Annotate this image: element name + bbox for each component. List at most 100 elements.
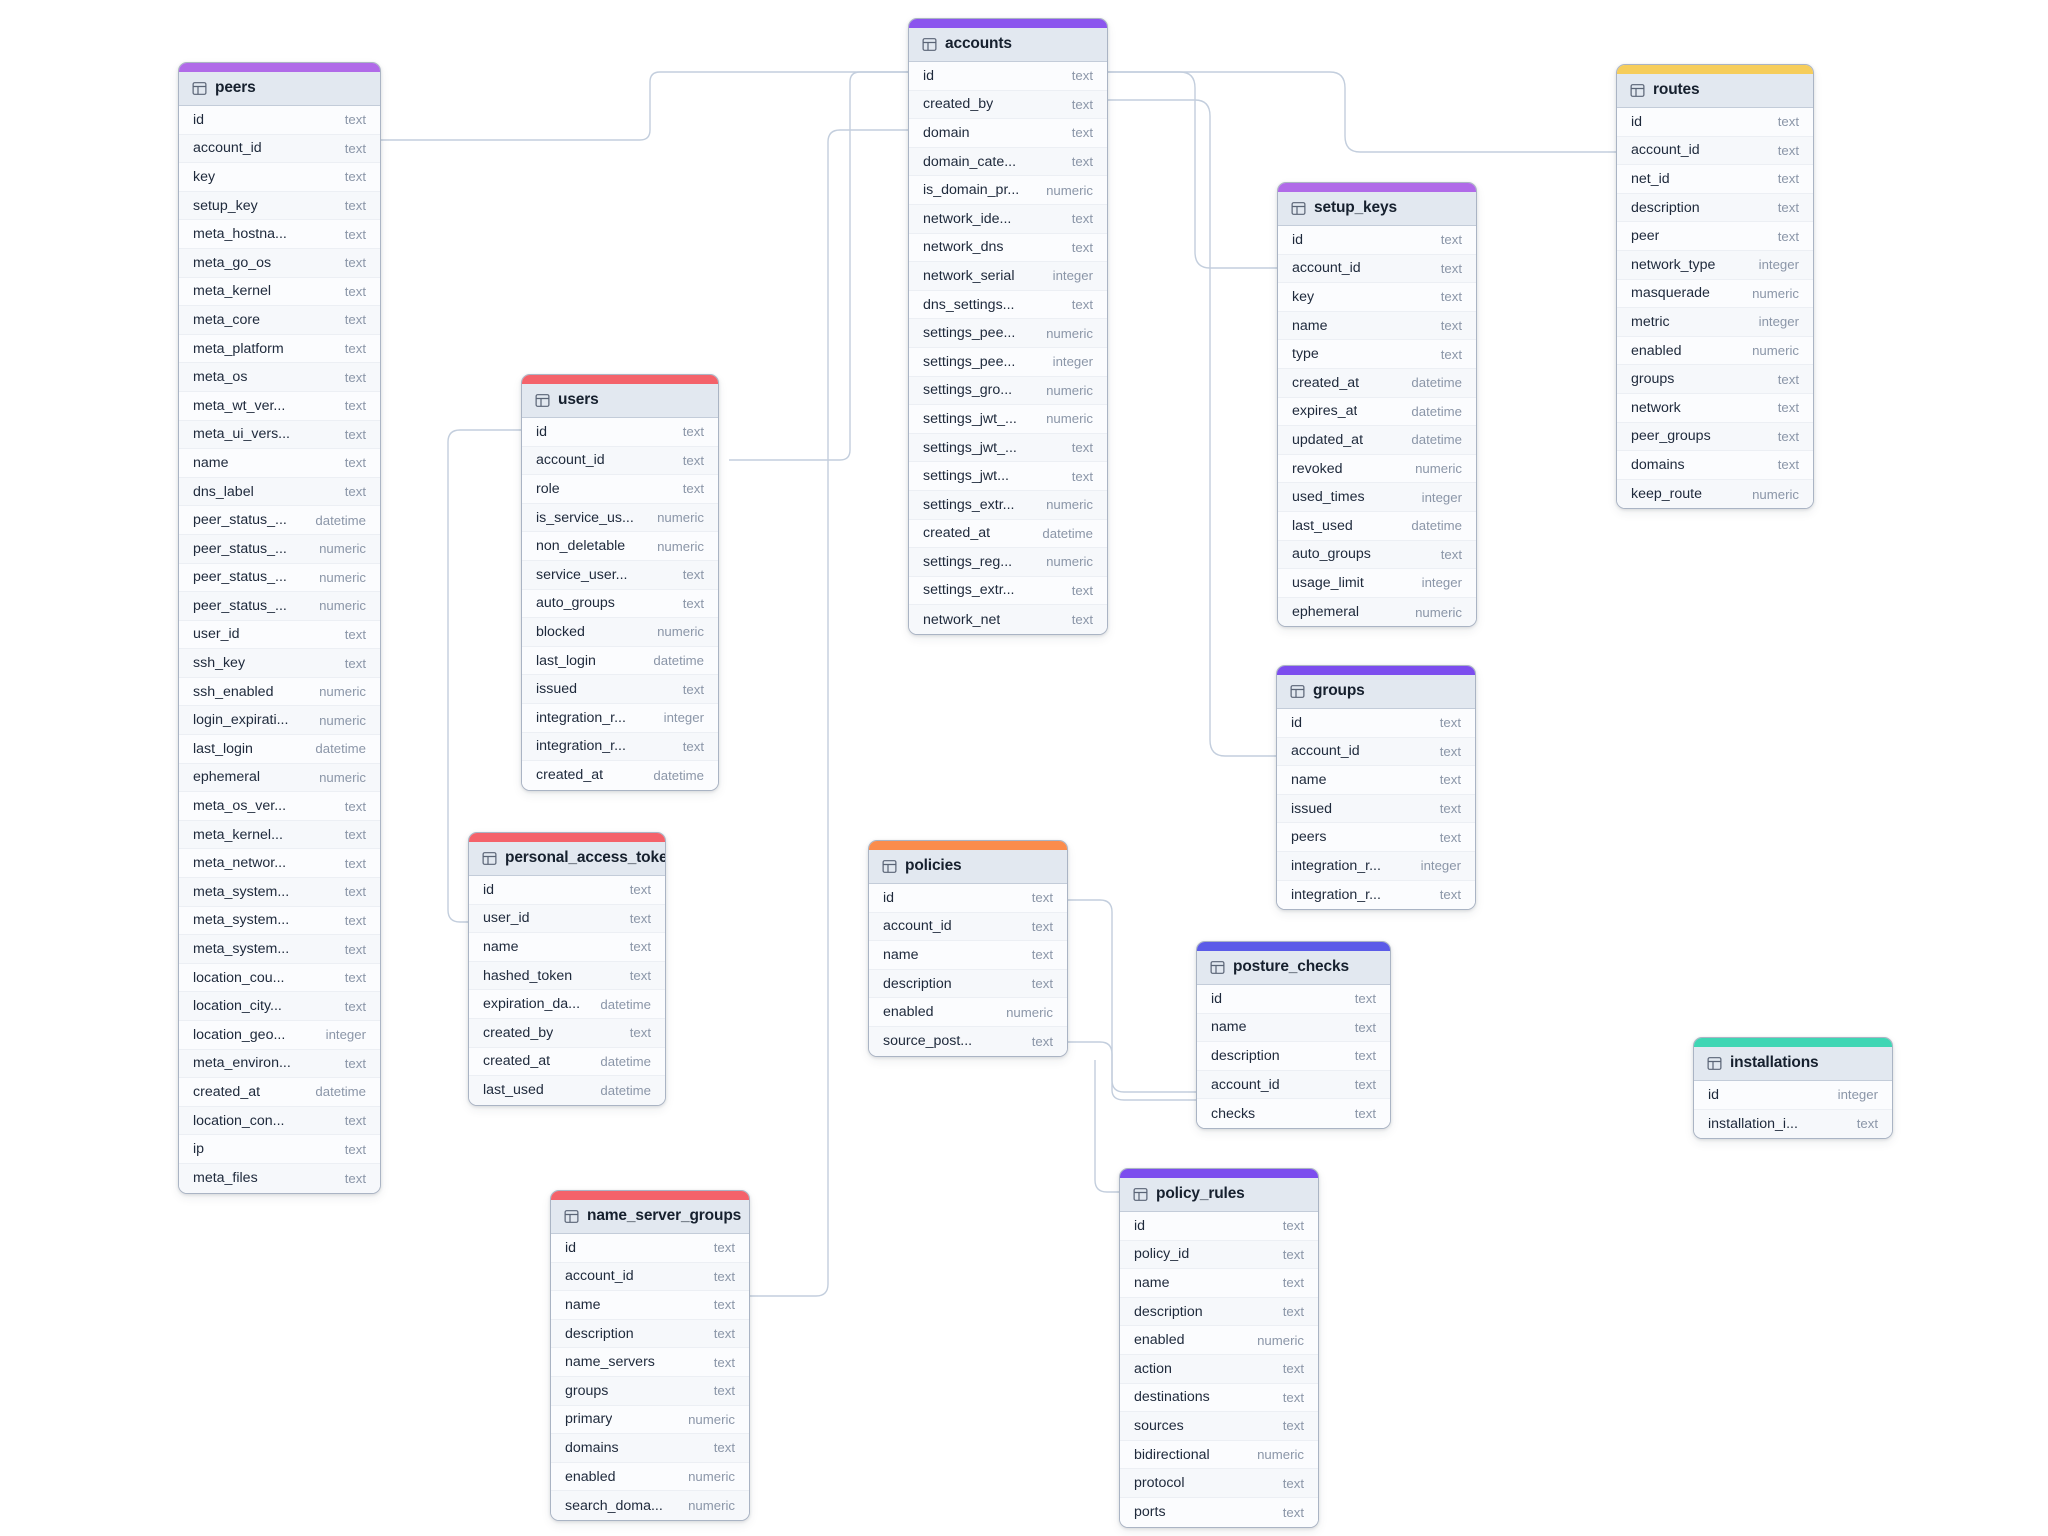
- column-row[interactable]: source_post...text: [869, 1026, 1067, 1056]
- table-header[interactable]: policies: [869, 850, 1067, 884]
- column-row[interactable]: meta_ui_vers...text: [179, 420, 380, 450]
- column-row[interactable]: settings_reg...numeric: [909, 548, 1107, 577]
- column-row[interactable]: settings_pee...integer: [909, 347, 1107, 377]
- column-row[interactable]: search_doma...numeric: [551, 1491, 749, 1520]
- table-header[interactable]: routes: [1617, 74, 1813, 108]
- column-row[interactable]: meta_system...text: [179, 935, 380, 964]
- column-row[interactable]: meta_hostna...text: [179, 220, 380, 249]
- column-row[interactable]: login_expirati...numeric: [179, 706, 380, 736]
- column-row[interactable]: integration_r...text: [522, 732, 718, 762]
- table-header[interactable]: installations: [1694, 1047, 1892, 1081]
- table-header[interactable]: personal_access_tokens: [469, 842, 665, 876]
- column-row[interactable]: meta_system...text: [179, 878, 380, 907]
- column-row[interactable]: meta_wt_ver...text: [179, 391, 380, 421]
- column-row[interactable]: peer_status_...numeric: [179, 563, 380, 593]
- column-row[interactable]: dns_settings...text: [909, 290, 1107, 320]
- column-row[interactable]: settings_gro...numeric: [909, 376, 1107, 406]
- column-row[interactable]: peer_status_...numeric: [179, 592, 380, 621]
- column-row[interactable]: network_ide...text: [909, 204, 1107, 234]
- column-row[interactable]: integration_r...integer: [522, 703, 718, 733]
- column-row[interactable]: expiration_da...datetime: [469, 990, 665, 1019]
- column-row[interactable]: settings_jwt_...text: [909, 433, 1107, 463]
- column-row[interactable]: is_domain_pr...numeric: [909, 176, 1107, 205]
- column-row[interactable]: integration_r...integer: [1277, 851, 1475, 881]
- column-row[interactable]: settings_extr...numeric: [909, 490, 1107, 520]
- table-header[interactable]: policy_rules: [1120, 1178, 1318, 1212]
- column-row[interactable]: settings_jwt_...numeric: [909, 405, 1107, 434]
- table-header[interactable]: posture_checks: [1197, 951, 1390, 985]
- column-row[interactable]: peer_status_...numeric: [179, 534, 380, 564]
- table-card-personal_access_tokens[interactable]: personal_access_tokensidtextuser_idtextn…: [468, 832, 666, 1106]
